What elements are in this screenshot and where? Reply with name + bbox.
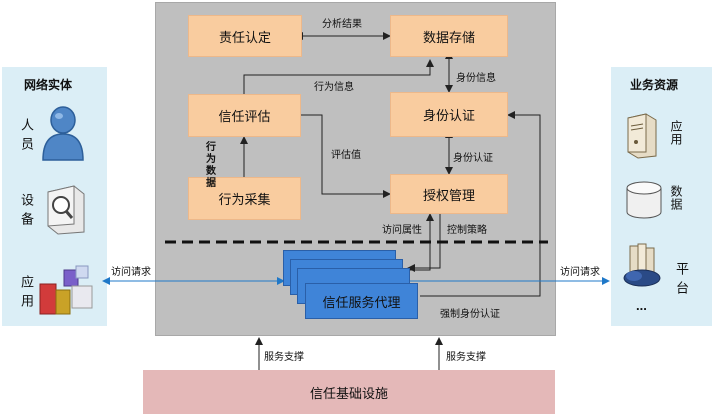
label-service-support-right: 服务支撑	[446, 352, 486, 363]
label-service-support-left: 服务支撑	[264, 352, 304, 363]
network-entities-title: 网络实体	[24, 78, 73, 92]
trust-infrastructure: 信任基础设施	[143, 370, 555, 414]
right-item-label-app: 应用	[669, 120, 683, 146]
edge-behavior-info	[243, 59, 434, 94]
server-icon	[627, 113, 657, 159]
device-icon	[47, 185, 85, 235]
box-authz-management: 授权管理	[390, 174, 508, 214]
left-item-label-device: 设备	[19, 193, 34, 231]
label-analysis-result: 分析结果	[322, 19, 362, 30]
label-behavior-data: 行为数据	[206, 142, 216, 189]
box-identity-auth: 身份认证	[390, 92, 508, 137]
label-strong-auth: 强制身份认证	[440, 309, 500, 320]
edge-evaluation	[301, 114, 391, 198]
right-item-label-data: 数据	[669, 185, 683, 211]
label-evaluation: 评估值	[331, 150, 361, 161]
edge-control-policy	[407, 214, 441, 272]
box-trust-agent: 信任服务代理	[305, 283, 418, 319]
database-icon	[626, 181, 662, 219]
label-access-attr: 访问属性	[382, 225, 422, 236]
label-identity-auth-small: 身份认证	[453, 153, 493, 164]
edge-strong-auth	[420, 111, 541, 297]
box-responsibility: 责任认定	[188, 15, 302, 57]
left-item-label-person: 人员	[19, 118, 34, 156]
application-icon	[39, 265, 93, 315]
cloud-platform-icon	[623, 243, 661, 287]
label-access-request-left: 访问请求	[111, 267, 151, 278]
business-resources-title: 业务资源	[630, 78, 679, 92]
label-control-policy: 控制策略	[447, 225, 487, 236]
label-behavior-info: 行为信息	[314, 82, 354, 93]
label-access-request-right: 访问请求	[560, 267, 600, 278]
label-identity-info: 身份信息	[456, 73, 496, 84]
right-item-label-platform: 平台	[674, 262, 689, 300]
box-trust-evaluation: 信任评估	[188, 94, 301, 137]
box-behavior-collect: 行为采集	[188, 177, 301, 220]
box-data-storage: 数据存储	[390, 15, 508, 57]
left-item-label-application: 应用	[19, 275, 34, 313]
person-icon	[42, 106, 84, 161]
right-more-ellipsis: ...	[636, 298, 647, 313]
